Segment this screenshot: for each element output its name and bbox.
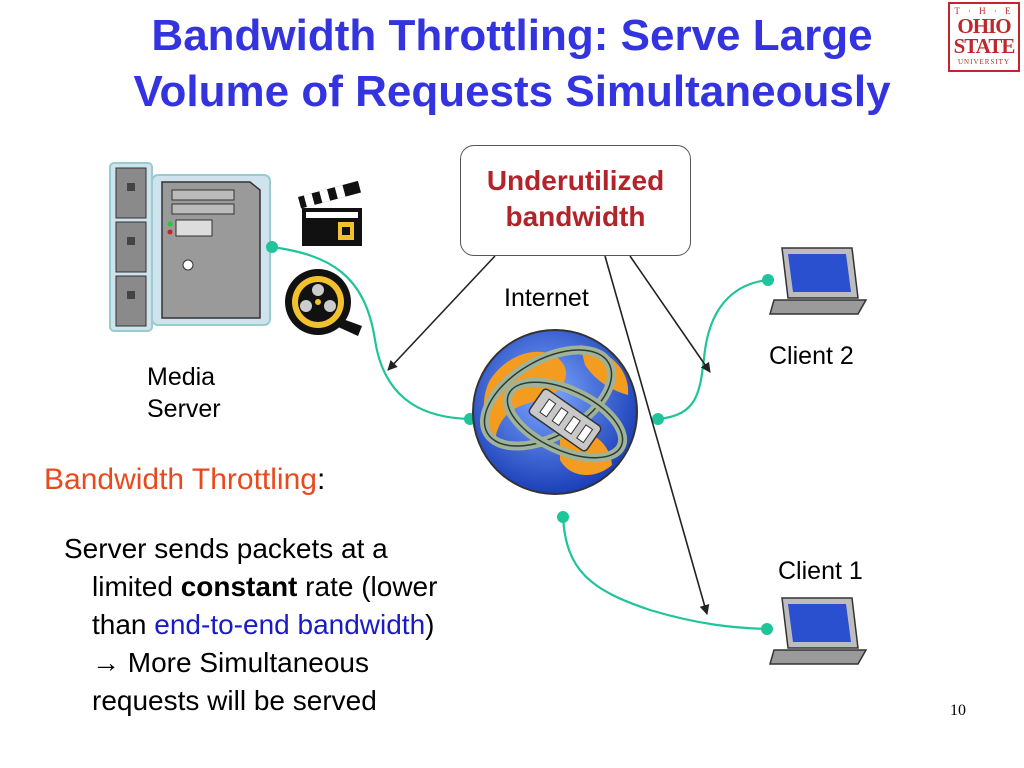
body-line1: Server sends packets at a bbox=[64, 533, 388, 564]
media-server-label: Media Server bbox=[147, 361, 221, 425]
client1-label: Client 1 bbox=[778, 557, 863, 585]
logo-state: STATE bbox=[953, 34, 1016, 58]
media-server-label-line1: Media bbox=[147, 363, 216, 391]
body-line3: than end-to-end bandwidth) bbox=[64, 606, 534, 644]
internet-globe-icon bbox=[472, 329, 638, 495]
logo-ohio: OHIO bbox=[957, 14, 1011, 38]
film-reel-icon bbox=[285, 269, 362, 336]
body-line4: → More Simultaneous bbox=[92, 647, 370, 678]
network-links bbox=[271, 245, 769, 631]
heading-colon: : bbox=[316, 463, 326, 496]
body-line3-a: than bbox=[92, 609, 155, 640]
slide-number: 10 bbox=[950, 702, 966, 719]
heading-text: Bandwidth Throttling bbox=[44, 463, 317, 496]
body-line3-c: ) bbox=[425, 609, 435, 640]
logo-university: UNIVERSITY bbox=[958, 58, 1010, 66]
underutilized-bandwidth-callout: Underutilized bandwidth bbox=[460, 145, 691, 256]
callout-arrows bbox=[387, 255, 711, 615]
slide-title-line1: Bandwidth Throttling: Serve Large bbox=[151, 11, 873, 60]
link-internet-client2 bbox=[657, 278, 769, 421]
internet-label: Internet bbox=[504, 284, 589, 312]
link-internet-client1 bbox=[561, 516, 768, 631]
client2-laptop-icon bbox=[769, 247, 868, 315]
callout-line2: bandwidth bbox=[505, 201, 646, 232]
slide-title-line2: Volume of Requests Simultaneously bbox=[133, 67, 891, 116]
logo-the: T · H · E bbox=[954, 6, 1014, 16]
clapperboard-icon bbox=[298, 180, 362, 246]
body-line2: limited constant rate (lower bbox=[64, 568, 534, 606]
media-server-label-line2: Server bbox=[147, 395, 221, 423]
callout-line1: Underutilized bbox=[486, 165, 665, 196]
body-line2-bold: constant bbox=[180, 571, 298, 602]
body-line2-a: limited bbox=[92, 571, 181, 602]
body-line3-link: end-to-end bandwidth bbox=[154, 609, 426, 640]
throttling-description: Server sends packets at a limited consta… bbox=[64, 530, 534, 720]
body-line5: requests will be served bbox=[92, 685, 377, 716]
client1-laptop-icon bbox=[769, 597, 868, 665]
university-logo: T · H · E OHIO STATE UNIVERSITY bbox=[948, 2, 1020, 72]
link-server-internet bbox=[271, 245, 471, 421]
body-line2-c: rate (lower bbox=[297, 571, 438, 602]
bandwidth-throttling-heading: Bandwidth Throttling: bbox=[44, 463, 325, 497]
client2-label: Client 2 bbox=[769, 342, 854, 370]
server-rack-icon bbox=[109, 162, 153, 332]
slide-title: Bandwidth Throttling: Serve Large Volume… bbox=[0, 8, 1024, 120]
media-server-tower-icon bbox=[151, 174, 271, 326]
